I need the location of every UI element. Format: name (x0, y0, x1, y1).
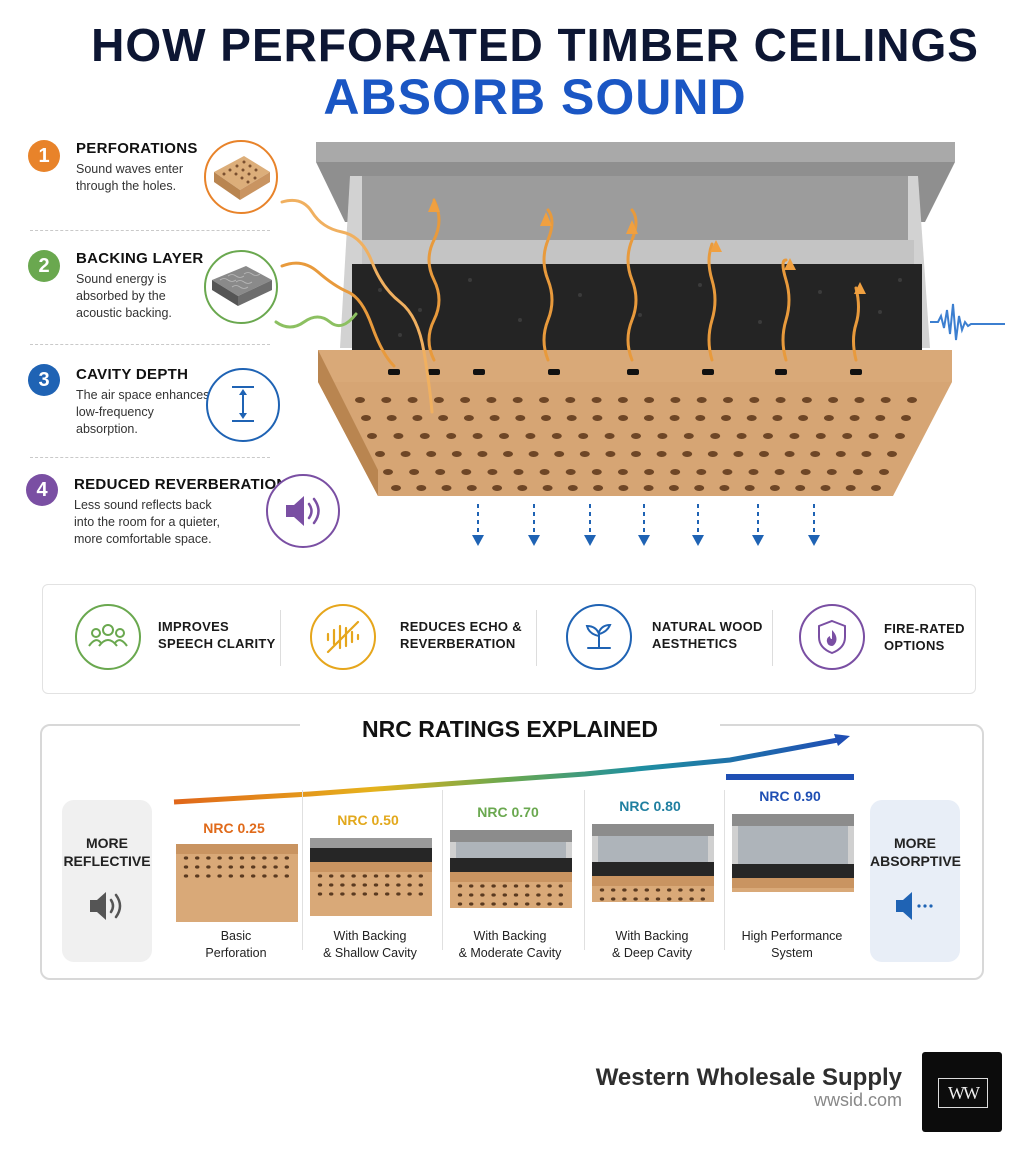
divider (584, 790, 585, 950)
nrc-value: NRC 0.70 (477, 804, 539, 820)
nrc-panel-illustration (450, 830, 572, 908)
quiet-speaker-icon (896, 892, 933, 920)
nrc-caption: With Backing& Deep Cavity (612, 929, 692, 960)
step-title: BACKING LAYER (76, 250, 204, 267)
ceiling-cross-section-diagram (274, 142, 1005, 546)
echo-muted-icon (310, 604, 376, 670)
divider (30, 457, 270, 458)
divider (536, 610, 537, 666)
nrc-value: NRC 0.90 (759, 788, 821, 804)
step-title: PERFORATIONS (76, 140, 198, 157)
cavity-depth-icon (206, 368, 280, 442)
nrc-title: NRC RATINGS EXPLAINED (300, 716, 720, 743)
divider (772, 610, 773, 666)
brand-url: wwsid.com (813, 1090, 902, 1110)
top-rating-bar (726, 774, 854, 780)
concrete-slab (316, 142, 955, 162)
increasing-absorption-arrow (173, 734, 850, 805)
perforated-panel-icon (204, 140, 278, 214)
timber-panel (318, 350, 952, 382)
nrc-value: NRC 0.50 (337, 812, 399, 828)
divider (442, 790, 443, 950)
brand-logo: WW (922, 1052, 1002, 1132)
divider (280, 610, 281, 666)
speaker-icon (266, 474, 340, 548)
nrc-caption: With Backing& Shallow Cavity (323, 929, 417, 960)
step-title: REDUCED REVERBERATION (74, 476, 288, 493)
page-title-line1: HOW PERFORATED TIMBER CEILINGS (91, 19, 979, 71)
loud-speaker-icon (90, 892, 122, 920)
nrc-value: NRC 0.80 (619, 798, 681, 814)
people-icon (75, 604, 141, 670)
nrc-panel-illustration (732, 814, 854, 892)
step-number: 4 (26, 474, 58, 506)
page-title-line2: ABSORB SOUND (323, 69, 747, 125)
step-number: 3 (28, 364, 60, 396)
sprout-icon (566, 604, 632, 670)
divider (30, 344, 270, 345)
nrc-panel-illustration (176, 844, 298, 922)
nrc-caption: With Backing& Moderate Cavity (458, 929, 562, 960)
acoustic-backing-icon (204, 250, 278, 324)
nrc-panel-illustration (592, 824, 714, 902)
divider (30, 230, 270, 231)
step-title: CAVITY DEPTH (76, 366, 189, 383)
brand-name: Western Wholesale Supply (595, 1064, 902, 1091)
step-number: 2 (28, 250, 60, 282)
fire-shield-icon (799, 604, 865, 670)
benefit-reduces-echo: REDUCES ECHO &REVERBERATION (400, 619, 522, 651)
step-number: 1 (28, 140, 60, 172)
divider (302, 790, 303, 950)
divider (724, 790, 725, 950)
nrc-value: NRC 0.25 (203, 820, 265, 836)
nrc-panel-illustration (310, 838, 432, 916)
